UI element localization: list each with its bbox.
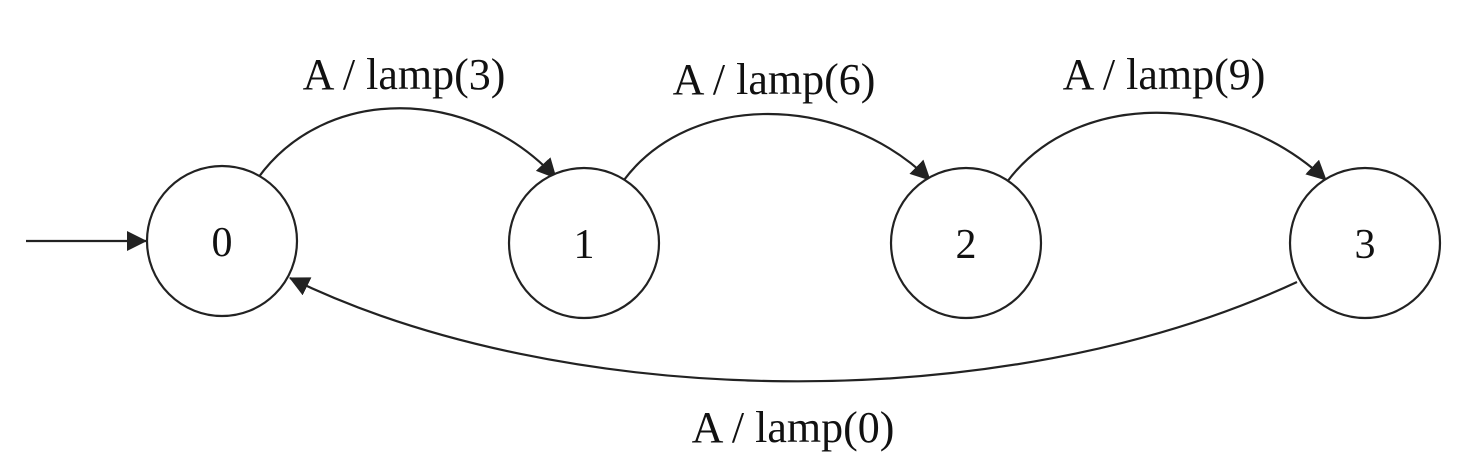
transition-arrow — [257, 107, 557, 179]
state-label: 3 — [1355, 222, 1376, 268]
transition-0-to-1: A / lamp(3) — [257, 50, 557, 179]
state-circle — [145, 164, 299, 318]
state-1: 1 — [507, 166, 661, 320]
state-0: 0 — [145, 164, 299, 318]
transition-3-to-0: A / lamp(0) — [289, 277, 1298, 452]
transition-label: A / lamp(6) — [673, 55, 876, 104]
transition-label: A / lamp(3) — [303, 50, 506, 99]
state-circle — [889, 166, 1043, 320]
state-circle — [507, 166, 661, 320]
transition-1-to-2: A / lamp(6) — [623, 55, 931, 181]
transition-arrow — [289, 277, 1298, 383]
state-2: 2 — [889, 166, 1043, 320]
transition-label: A / lamp(9) — [1063, 50, 1266, 99]
state-circle — [1288, 166, 1442, 320]
transition-2-to-3: A / lamp(9) — [1006, 50, 1327, 183]
state-label: 2 — [956, 222, 977, 268]
state-label: 1 — [574, 222, 595, 268]
transition-label: A / lamp(0) — [692, 403, 895, 452]
state-3: 3 — [1288, 166, 1442, 320]
transition-arrow — [623, 112, 931, 181]
state-label: 0 — [212, 220, 233, 266]
transition-arrow — [1006, 111, 1327, 183]
